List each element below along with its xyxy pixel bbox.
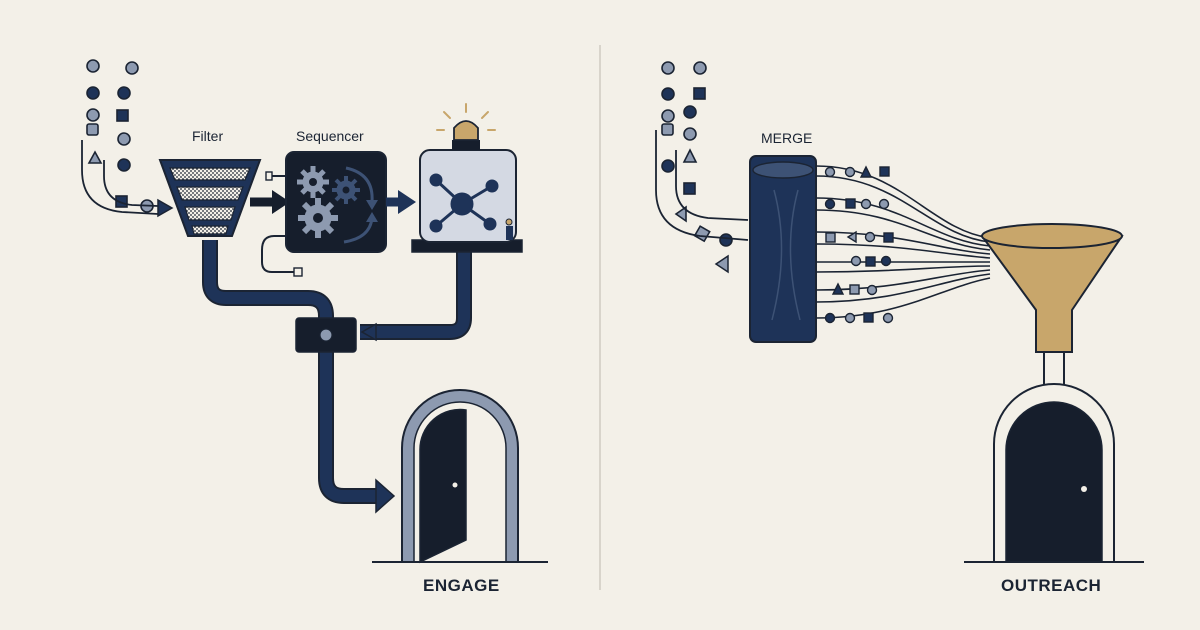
gear-icon xyxy=(298,198,338,238)
pipe-lamp-to-valve xyxy=(360,252,472,340)
outreach-door xyxy=(964,383,1144,563)
sequencer-box xyxy=(261,151,387,277)
merge-feed-line-inner xyxy=(675,150,749,221)
merge-cylinder xyxy=(749,155,817,343)
stream-items xyxy=(824,165,894,324)
outreach-label: OUTREACH xyxy=(1001,576,1102,595)
inbound-items-column-a xyxy=(86,59,103,164)
filter-funnel xyxy=(158,159,262,237)
left-panel xyxy=(81,59,548,564)
sequencer-label: Sequencer xyxy=(296,128,364,144)
alert-hub-box xyxy=(411,103,523,253)
light-rays xyxy=(436,103,496,131)
filter-label: Filter xyxy=(192,128,224,144)
merge-feed-line-outer xyxy=(655,130,749,241)
merge-streams xyxy=(815,165,991,319)
gear-icon xyxy=(297,166,329,198)
lamp-pipe-arrow xyxy=(360,322,377,342)
outreach-funnel xyxy=(980,223,1124,395)
inbound-items-right-b xyxy=(674,61,733,247)
door-arrow xyxy=(375,478,396,514)
network-hub-icon xyxy=(429,173,499,233)
engage-door xyxy=(372,389,548,564)
right-panel xyxy=(655,61,1144,563)
feed-line-outer xyxy=(81,140,159,215)
alarm-light-icon xyxy=(453,120,479,141)
gear-icon xyxy=(332,176,360,204)
engage-label: ENGAGE xyxy=(423,576,500,595)
valve-junction xyxy=(295,317,357,353)
inbound-items-column-b xyxy=(115,61,154,213)
merge-label: MERGE xyxy=(761,130,813,146)
merge-feed-arrow xyxy=(714,254,729,274)
feed-line-inner xyxy=(103,160,159,207)
cycle-arrow-icon xyxy=(345,166,374,203)
inbound-items-right-a xyxy=(661,61,675,173)
feed-arrow xyxy=(157,198,174,218)
pipe-valve-to-door xyxy=(318,352,380,504)
